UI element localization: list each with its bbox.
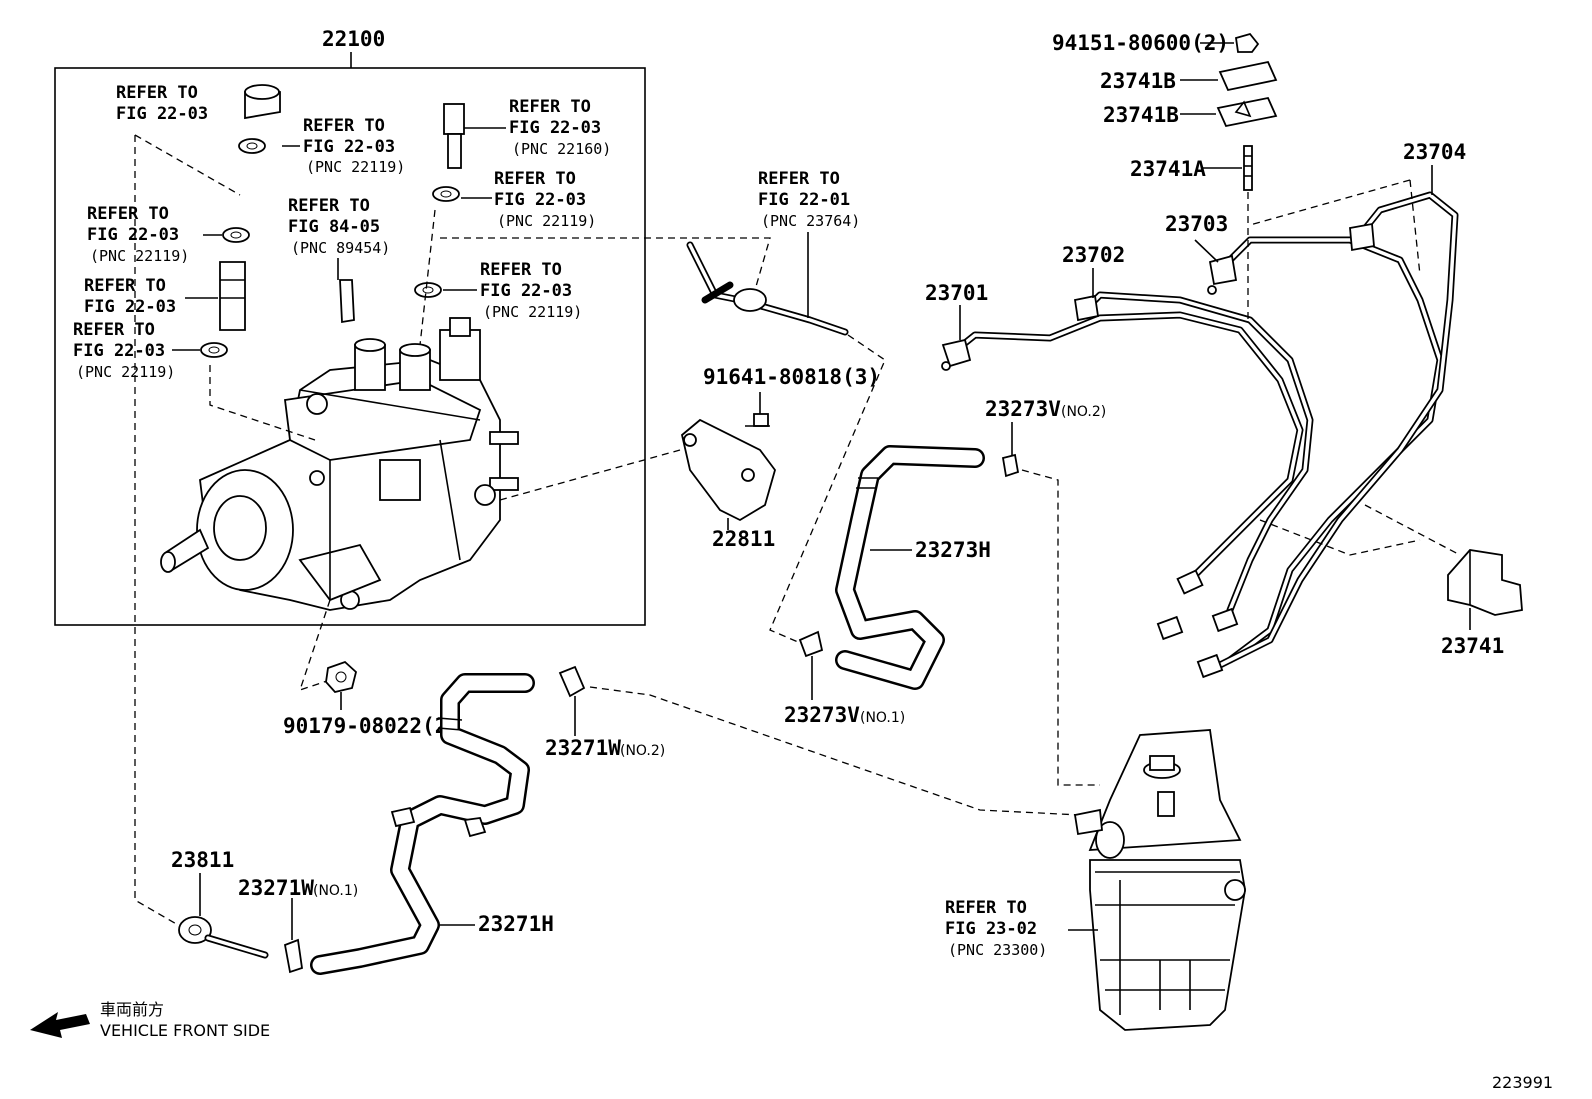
bracket-22811 bbox=[680, 418, 776, 522]
clamp-23741b-lower bbox=[1216, 96, 1278, 128]
label-23811: 23811 bbox=[171, 848, 234, 872]
ref-r8-line1: REFER TO bbox=[494, 169, 576, 189]
label-23271h: 23271H bbox=[478, 912, 554, 936]
label-23741b-2: 23741B bbox=[1103, 103, 1179, 127]
ref-r4-line2: FIG 22-03 bbox=[84, 297, 176, 317]
label-23273h: 23273H bbox=[915, 538, 991, 562]
hose-23271h bbox=[310, 673, 535, 975]
ref-r9-line1: REFER TO bbox=[480, 260, 562, 280]
dash-clip-to-filter bbox=[1021, 469, 1100, 786]
pump-small-parts bbox=[200, 84, 465, 358]
ref-r2-line2: FIG 22-03 bbox=[303, 137, 395, 157]
hose-23273h bbox=[835, 445, 985, 690]
ref-r10-line3: (PNC 23764) bbox=[761, 212, 860, 230]
label-23271w-1: 23271W bbox=[238, 876, 314, 900]
ref-r1-line2: FIG 22-03 bbox=[116, 104, 208, 124]
pump-assembly-frame bbox=[54, 67, 646, 626]
ref-r3-line3: (PNC 22119) bbox=[90, 247, 189, 265]
ref-r11-line2: FIG 23-02 bbox=[945, 919, 1037, 939]
front-label-jp: 車両前方 bbox=[100, 1000, 164, 1019]
ref-r7-line1: REFER TO bbox=[509, 97, 591, 117]
clamp-23741 bbox=[1447, 549, 1523, 616]
ref-r6-line1: REFER TO bbox=[288, 196, 370, 216]
vehicle-front-arrow bbox=[30, 1012, 90, 1038]
ref-r9-line2: FIG 22-03 bbox=[480, 281, 572, 301]
ref-r7-line3: (PNC 22160) bbox=[512, 140, 611, 158]
label-23741b-1: 23741B bbox=[1100, 69, 1176, 93]
label-23703: 23703 bbox=[1165, 212, 1228, 236]
ref-r9-line3: (PNC 22119) bbox=[483, 303, 582, 321]
dash-clamp-links bbox=[1259, 504, 1461, 556]
union-23811 bbox=[178, 916, 269, 959]
nut-cap-94151 bbox=[1234, 32, 1260, 53]
ref-r4-line1: REFER TO bbox=[84, 276, 166, 296]
nut-90179 bbox=[325, 660, 358, 693]
pump-leaders bbox=[172, 127, 506, 351]
front-label-en: VEHICLE FRONT SIDE bbox=[100, 1021, 270, 1040]
label-23273v-2-no: (NO.2) bbox=[1061, 404, 1106, 420]
ref-r5-line1: REFER TO bbox=[73, 320, 155, 340]
clip-23273v-no2 bbox=[1001, 453, 1020, 478]
label-94151: 94151-80600(2) bbox=[1052, 31, 1229, 55]
label-23273v-1-no: (NO.1) bbox=[860, 710, 905, 726]
clip-23271w-no1 bbox=[283, 938, 303, 974]
dash-hose-to-filter bbox=[589, 686, 1081, 816]
ref-r1-line1: REFER TO bbox=[116, 83, 198, 103]
label-23273v-2: 23273V bbox=[985, 397, 1061, 421]
label-23271w-2-no: (NO.2) bbox=[620, 743, 665, 759]
label-22811: 22811 bbox=[712, 527, 775, 551]
ref-r3-line2: FIG 22-03 bbox=[87, 225, 179, 245]
label-23271w-1-no: (NO.1) bbox=[313, 883, 358, 899]
diagram-number: 223991 bbox=[1492, 1073, 1553, 1092]
label-23704: 23704 bbox=[1403, 140, 1466, 164]
label-90179: 90179-08022(2) bbox=[283, 714, 460, 738]
clip-23273v-no1 bbox=[798, 630, 824, 658]
label-23701: 23701 bbox=[925, 281, 988, 305]
ref-r5-line3: (PNC 22119) bbox=[76, 363, 175, 381]
pump-dashed-links bbox=[134, 134, 771, 926]
ref-r8-line2: FIG 22-03 bbox=[494, 190, 586, 210]
ref-r6-line2: FIG 84-05 bbox=[288, 217, 380, 237]
ref-r11-line3: (PNC 23300) bbox=[948, 941, 1047, 959]
ref-r5-line2: FIG 22-03 bbox=[73, 341, 165, 361]
ref-r7-line2: FIG 22-03 bbox=[509, 118, 601, 138]
label-23273v-1: 23273V bbox=[784, 703, 860, 727]
ref-r8-line3: (PNC 22119) bbox=[497, 212, 596, 230]
stud-23741a bbox=[1243, 145, 1253, 191]
clamp-23741b-upper bbox=[1218, 60, 1278, 92]
ref-r10-line2: FIG 22-01 bbox=[758, 190, 850, 210]
label-91641: 91641-80818(3) bbox=[703, 365, 880, 389]
label-22100: 22100 bbox=[322, 27, 385, 51]
label-23271w-2: 23271W bbox=[545, 736, 621, 760]
label-23702: 23702 bbox=[1062, 243, 1125, 267]
label-23741: 23741 bbox=[1441, 634, 1504, 658]
label-23741a: 23741A bbox=[1130, 157, 1206, 181]
fuel-filter bbox=[1073, 729, 1246, 1031]
dash-23704-links bbox=[1249, 179, 1421, 276]
injection-pipes bbox=[941, 191, 1459, 679]
ref-r2-line3: (PNC 22119) bbox=[306, 158, 405, 176]
bolt-91641 bbox=[745, 392, 770, 427]
ref-r6-line3: (PNC 89454) bbox=[291, 239, 390, 257]
ref-r11-line1: REFER TO bbox=[945, 898, 1027, 918]
ref-r10-line1: REFER TO bbox=[758, 169, 840, 189]
ref-r3-line1: REFER TO bbox=[87, 204, 169, 224]
clip-23271w-no2 bbox=[558, 665, 586, 698]
ref-r2-line1: REFER TO bbox=[303, 116, 385, 136]
overflow-pipe bbox=[686, 241, 849, 336]
injection-pump bbox=[160, 317, 519, 611]
